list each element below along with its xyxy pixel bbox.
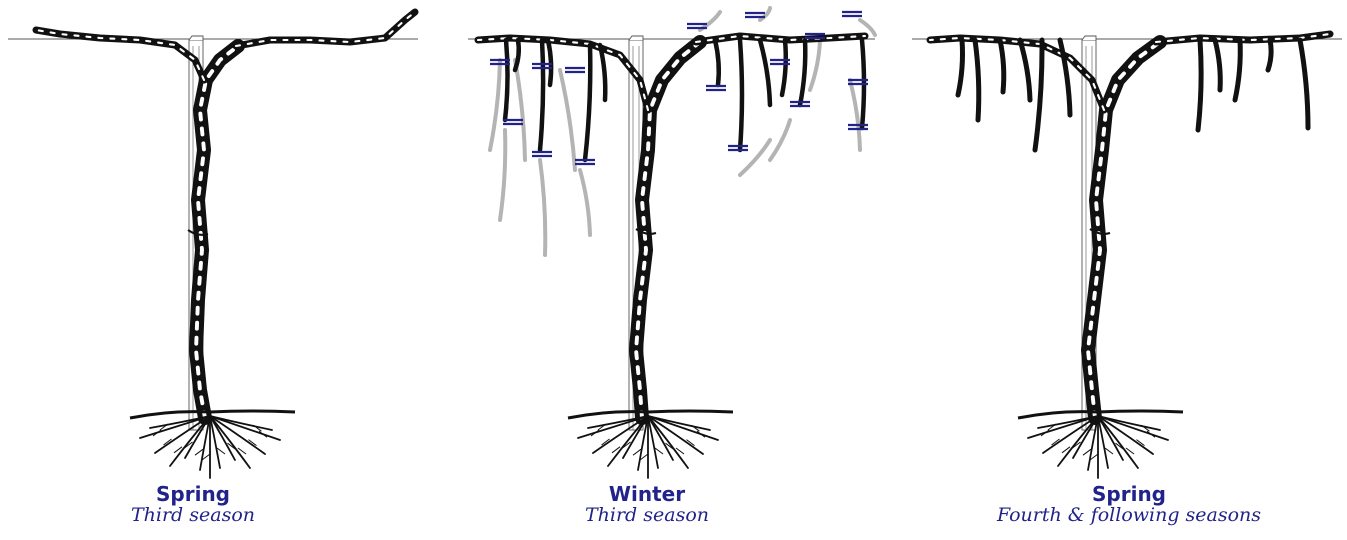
spur bbox=[782, 40, 786, 95]
caption-spring-fourth: Spring Fourth & following seasons bbox=[979, 484, 1279, 526]
pruned-shoot bbox=[810, 40, 820, 90]
pruned-shoot bbox=[850, 80, 860, 150]
post-cap bbox=[189, 36, 203, 40]
rootlet bbox=[655, 448, 663, 454]
spur bbox=[1020, 40, 1030, 100]
spur bbox=[760, 40, 770, 105]
spur bbox=[585, 45, 590, 160]
pruned-shoot bbox=[560, 70, 575, 170]
spur bbox=[548, 40, 551, 85]
pruned-shoot bbox=[490, 60, 500, 150]
panel-spring-third-season bbox=[8, 12, 418, 478]
pruned-shoot bbox=[515, 60, 525, 160]
caption-season-label: Winter bbox=[497, 484, 797, 504]
spur bbox=[1235, 40, 1240, 100]
pruned-shoot bbox=[770, 120, 790, 160]
spur bbox=[515, 40, 519, 70]
caption-spring-third: Spring Third season bbox=[43, 484, 343, 526]
rootlet bbox=[633, 449, 641, 455]
cordon-bark bbox=[478, 38, 648, 110]
spur bbox=[1000, 40, 1004, 92]
spur bbox=[1300, 40, 1308, 128]
post-cap bbox=[629, 36, 643, 40]
spur bbox=[800, 40, 805, 105]
caption-subtitle: Fourth & following seasons bbox=[979, 504, 1279, 526]
rootlet bbox=[1105, 448, 1113, 454]
pruned-shoot bbox=[580, 170, 590, 235]
spur bbox=[1215, 40, 1220, 90]
panel-spring-fourth-season bbox=[912, 34, 1342, 478]
spur bbox=[600, 45, 605, 100]
pruned-shoot bbox=[540, 160, 545, 255]
spur bbox=[1035, 40, 1042, 150]
spur bbox=[715, 40, 719, 85]
spur bbox=[540, 40, 543, 150]
panel-winter-third-season bbox=[468, 8, 875, 478]
post-cap bbox=[1082, 36, 1096, 40]
caption-subtitle: Third season bbox=[43, 504, 343, 526]
spur bbox=[1198, 40, 1201, 130]
spur bbox=[975, 40, 979, 120]
spur bbox=[1060, 40, 1070, 115]
caption-subtitle: Third season bbox=[497, 504, 797, 526]
cordon-arm bbox=[36, 30, 204, 80]
caption-season-label: Spring bbox=[43, 484, 343, 504]
rootlet bbox=[1083, 449, 1091, 455]
pruned-shoot bbox=[500, 130, 505, 220]
cordon-arm bbox=[478, 38, 648, 110]
spur bbox=[740, 40, 742, 150]
spur bbox=[505, 40, 508, 120]
caption-winter-third: Winter Third season bbox=[497, 484, 797, 526]
rootlet bbox=[195, 449, 203, 455]
cordon-bark bbox=[930, 38, 1104, 110]
rootlet bbox=[217, 448, 225, 454]
cordon-arm bbox=[930, 38, 1104, 110]
spur bbox=[958, 40, 963, 95]
spur bbox=[1268, 40, 1271, 70]
caption-season-label: Spring bbox=[979, 484, 1279, 504]
